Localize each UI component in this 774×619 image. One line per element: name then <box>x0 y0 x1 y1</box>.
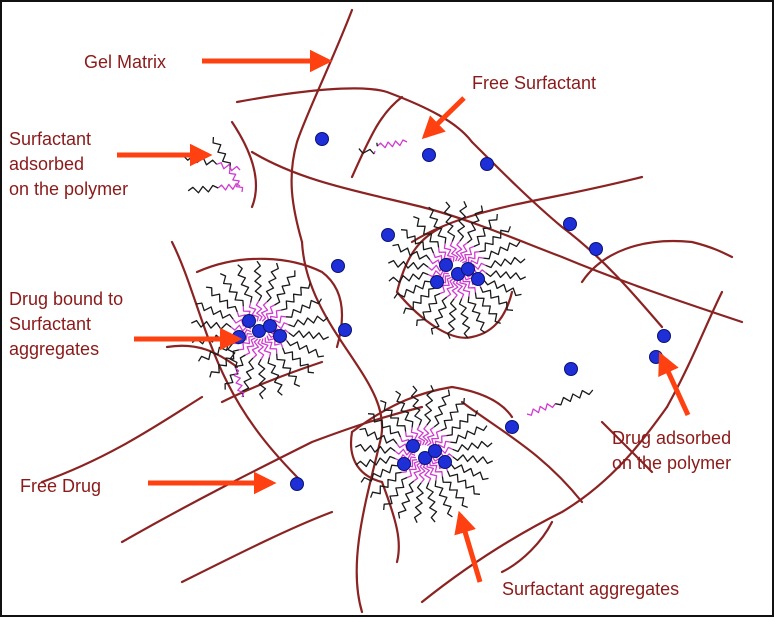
surfactant-tail <box>188 186 218 193</box>
surfactant-tail <box>191 321 231 330</box>
drug-molecule-dot <box>332 260 345 273</box>
drug-molecule-dot <box>481 158 494 171</box>
drug-molecule-dot <box>439 456 452 469</box>
surfactant-tail <box>238 265 252 303</box>
surfactant-tail <box>355 445 395 454</box>
drug-molecule-dot <box>316 133 329 146</box>
surfactant-tail <box>555 390 593 405</box>
polymer-chains <box>42 10 742 612</box>
drug-molecule-dot <box>291 478 304 491</box>
surfactant-head <box>217 163 240 171</box>
surfactant-tail <box>389 273 429 283</box>
surfactant-tail <box>460 299 470 339</box>
polymer-chain <box>357 442 380 612</box>
drug-molecule-dot <box>243 315 256 328</box>
drug-molecule-dot <box>590 243 603 256</box>
surfactant-head <box>258 339 264 359</box>
drug-molecule-dot <box>564 218 577 231</box>
surfactant-tail <box>448 299 457 339</box>
surfactant-tail <box>359 149 374 154</box>
drug-molecule-dot <box>382 229 395 242</box>
label-gel-matrix: Gel Matrix <box>84 50 166 75</box>
surfactant-tail <box>453 455 493 464</box>
polymer-chain <box>352 97 402 177</box>
surfactant-tail <box>484 280 521 295</box>
surfactant-head <box>377 140 407 148</box>
drug-molecule-dot <box>431 276 444 289</box>
drug-molecule-dot <box>407 440 420 453</box>
drug-molecule-dot <box>423 149 436 162</box>
surfactant-tail <box>434 390 449 427</box>
polymer-chain <box>582 241 732 282</box>
drug-molecule-dot <box>472 273 485 286</box>
drug-molecule-dot <box>565 363 578 376</box>
drug-molecule-dot <box>429 445 442 458</box>
surfactant-molecules <box>184 137 593 523</box>
drug-molecule-dot <box>274 330 287 343</box>
drug-molecule-dot <box>339 324 352 337</box>
label-surfactant-aggregates: Surfactant aggregates <box>502 577 679 602</box>
drug-molecule-dot <box>440 259 453 272</box>
polymer-chain <box>182 512 332 582</box>
arrow-free-surfactant <box>425 98 464 136</box>
surfactant-head <box>252 339 258 358</box>
polymer-chain <box>302 242 382 442</box>
surfactant-tail <box>486 271 526 280</box>
drug-molecule-dot <box>462 263 475 276</box>
polymer-chain <box>292 10 352 242</box>
polymer-chain <box>352 387 512 432</box>
surfactant-tail <box>267 263 279 302</box>
label-free-surfactant: Free Surfactant <box>472 71 596 96</box>
surfactant-tail <box>427 483 437 522</box>
surfactant-head <box>234 368 243 397</box>
surfactant-tail <box>259 359 266 399</box>
surfactant-tail <box>451 464 488 479</box>
polymer-chain <box>42 397 202 482</box>
drug-molecule-dot <box>264 320 277 333</box>
label-surfactant-adsorbed: Surfactant adsorbed on the polymer <box>9 127 128 202</box>
surfactant-tail <box>275 270 295 305</box>
surfactant-head <box>527 404 555 416</box>
surfactant-tail <box>289 316 328 327</box>
surfactant-head <box>229 169 242 192</box>
arrow-drug-adsorbed <box>661 356 688 415</box>
label-drug-adsorbed: Drug adsorbed on the polymer <box>612 426 731 476</box>
surfactant-tail <box>393 245 430 260</box>
surfactant-tail <box>453 442 493 452</box>
drug-molecule-dot <box>658 330 671 343</box>
surfactant-tail <box>289 331 329 340</box>
drug-molecule-dot <box>398 458 411 471</box>
drug-molecule-dot <box>506 421 519 434</box>
surfactant-head <box>256 301 262 321</box>
surfactant-tail <box>255 261 262 301</box>
surfactant-tail <box>415 483 424 523</box>
surfactant-tail <box>412 386 422 426</box>
surfactant-head <box>262 302 268 321</box>
polymer-chain <box>237 88 472 142</box>
surfactant-tail <box>206 287 237 312</box>
surfactant-tail <box>360 429 397 444</box>
polymer-chain <box>382 482 399 562</box>
label-free-drug: Free Drug <box>20 474 101 499</box>
surfactant-tail <box>399 481 414 518</box>
polymer-chain <box>462 402 582 502</box>
surfactant-tail <box>486 258 525 268</box>
polymer-chain <box>232 122 256 207</box>
label-drug-bound: Drug bound to Surfactant aggregates <box>9 287 123 362</box>
